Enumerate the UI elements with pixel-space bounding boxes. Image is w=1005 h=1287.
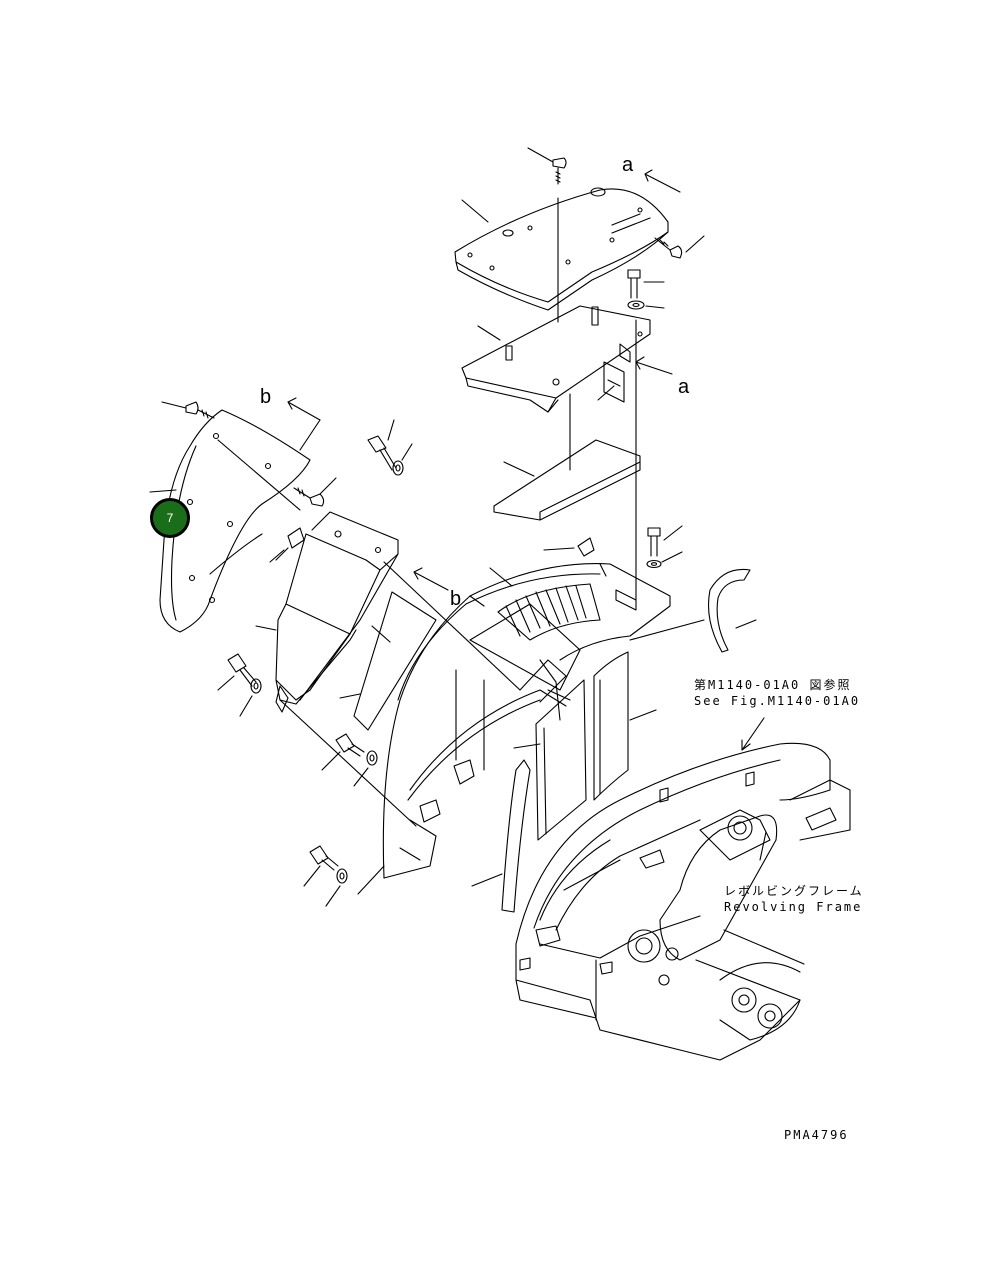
bolt-left-2	[321, 733, 365, 771]
bolt-left-3	[303, 845, 339, 887]
diagonal-insulation-pad	[339, 591, 437, 731]
view-ref-a-top: a	[622, 154, 634, 176]
view-arrow-b-top	[287, 397, 321, 451]
hood-housing	[382, 563, 671, 879]
view-ref-b-mid: b	[450, 588, 462, 610]
side-cover-screw-2	[293, 477, 337, 507]
view-ref-a-mid: a	[678, 376, 690, 398]
top-cover-plate	[454, 187, 669, 311]
spring-clip	[543, 537, 595, 557]
view-arrow-a-mid	[635, 356, 673, 375]
see-fig-note-jp: 第M1140-01A0 図参照	[694, 678, 852, 692]
washer-left-2	[353, 750, 378, 787]
view-ref-b-top: b	[260, 386, 272, 408]
cover-screw-top	[527, 147, 567, 185]
washer-left-3	[325, 868, 348, 907]
side-support-frame	[255, 511, 399, 713]
drawing-code: PMA4796	[784, 1128, 849, 1142]
side-cover-screw	[161, 401, 215, 419]
cover-assembly-line	[217, 439, 301, 511]
revolving-frame-label-en: Revolving Frame	[724, 900, 863, 914]
revolving-frame-label-jp: レボルビングフレーム	[724, 884, 864, 898]
upright-pad-right	[593, 651, 657, 801]
side-cover-panel	[159, 409, 311, 633]
housing-line	[629, 619, 705, 641]
washer-frame-top	[392, 443, 413, 476]
support-bracket-plate	[461, 305, 651, 413]
see-fig-note-en: See Fig.M1140-01A0	[694, 694, 861, 708]
leader	[461, 199, 489, 223]
part-callout-7[interactable]: 7	[150, 498, 190, 538]
frame-assembly-line	[383, 561, 521, 691]
bolt-left-1	[217, 653, 257, 691]
cover-screw-right	[654, 235, 705, 259]
leader	[269, 549, 285, 563]
bolt-mid-right	[647, 525, 683, 557]
washer-top-right	[627, 300, 665, 310]
insulation-pad	[493, 439, 641, 521]
revolving-frame	[515, 742, 851, 1061]
view-arrow-b-mid	[413, 567, 449, 591]
seal-trim	[707, 568, 757, 653]
edge-seal-strip	[471, 759, 531, 913]
bolt-assembly-line	[279, 699, 417, 827]
bolt-assembly-line-2	[357, 865, 385, 895]
washer-left-1	[239, 678, 262, 717]
bolt-top-right	[627, 269, 665, 299]
see-fig-arrow	[741, 717, 765, 751]
bolt-frame-top	[367, 419, 397, 471]
view-arrow-a-top	[644, 169, 681, 193]
upright-pad-left	[513, 679, 587, 841]
callout-leader	[149, 489, 177, 493]
washer-mid-right	[646, 551, 683, 569]
